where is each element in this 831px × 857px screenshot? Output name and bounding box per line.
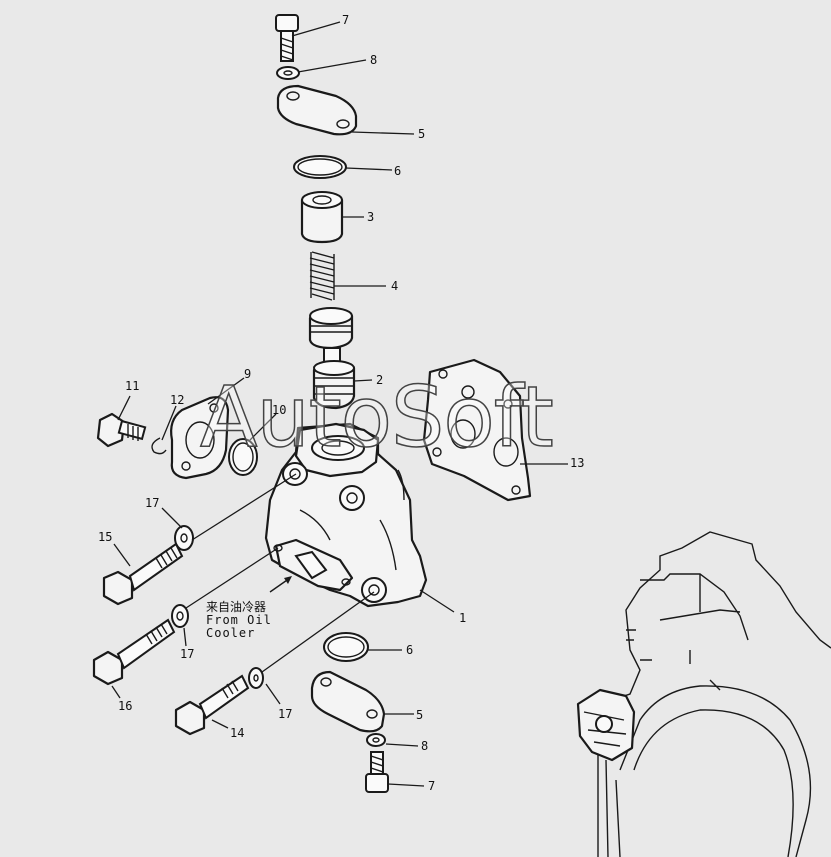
cover-5-top bbox=[276, 84, 358, 136]
callout-4: 4 bbox=[391, 279, 399, 293]
callout-8-top: 8 bbox=[370, 53, 378, 67]
callout-8-bottom: 8 bbox=[421, 739, 429, 753]
callout-7-top: 7 bbox=[342, 13, 350, 27]
bolt-16 bbox=[92, 618, 176, 686]
leader-lines bbox=[111, 21, 568, 787]
callout-10: 10 bbox=[272, 403, 287, 417]
callout-13: 13 bbox=[570, 456, 585, 470]
callout-6-bottom: 6 bbox=[406, 643, 414, 657]
washer-17-b bbox=[171, 604, 189, 628]
valve-2 bbox=[308, 307, 356, 410]
spring-4 bbox=[309, 251, 335, 301]
callout-1: 1 bbox=[459, 611, 467, 625]
callout-12: 12 bbox=[170, 393, 185, 407]
callout-11: 11 bbox=[125, 379, 140, 393]
bolt-15 bbox=[102, 542, 184, 606]
bolt-7-bottom bbox=[365, 751, 389, 793]
washer-8-bottom bbox=[366, 733, 386, 747]
callout-6-top: 6 bbox=[394, 164, 402, 178]
callout-15: 15 bbox=[98, 530, 113, 544]
o-ring-6-top bbox=[293, 155, 347, 179]
flow-note-en-line1: From Oil bbox=[206, 613, 272, 627]
flow-note-cn: 来自油冷器 bbox=[206, 600, 267, 614]
housing-1 bbox=[264, 422, 428, 608]
callout-17-a: 17 bbox=[145, 496, 160, 510]
callout-5-top: 5 bbox=[418, 127, 426, 141]
callout-2: 2 bbox=[376, 373, 384, 387]
callout-3: 3 bbox=[367, 210, 375, 224]
bolt-7-top bbox=[275, 14, 299, 62]
flow-arrow bbox=[269, 576, 292, 593]
callout-5-bottom: 5 bbox=[416, 708, 424, 722]
washer-8-top bbox=[276, 66, 300, 80]
callout-9: 9 bbox=[244, 367, 252, 381]
callout-14: 14 bbox=[230, 726, 245, 740]
flow-note: 来自油冷器 From Oil Cooler bbox=[206, 601, 272, 640]
bolt-14 bbox=[174, 674, 250, 736]
snap-ring-12 bbox=[151, 437, 167, 455]
bolt-11 bbox=[96, 412, 147, 448]
flange-9 bbox=[170, 396, 230, 480]
washer-17-a bbox=[174, 525, 194, 551]
callout-16: 16 bbox=[118, 699, 133, 713]
washer-17-c bbox=[248, 667, 264, 689]
callout-7-bottom: 7 bbox=[428, 779, 436, 793]
flow-note-en-line2: Cooler bbox=[206, 626, 256, 640]
callout-17-b: 17 bbox=[180, 647, 195, 661]
o-ring-6-bottom bbox=[323, 632, 369, 662]
gasket-13 bbox=[422, 358, 532, 502]
callout-17-c: 17 bbox=[278, 707, 293, 721]
plug-3 bbox=[300, 191, 344, 244]
engine-location-view bbox=[576, 531, 831, 857]
cover-5-bottom bbox=[310, 670, 386, 733]
o-ring-10 bbox=[228, 438, 258, 476]
